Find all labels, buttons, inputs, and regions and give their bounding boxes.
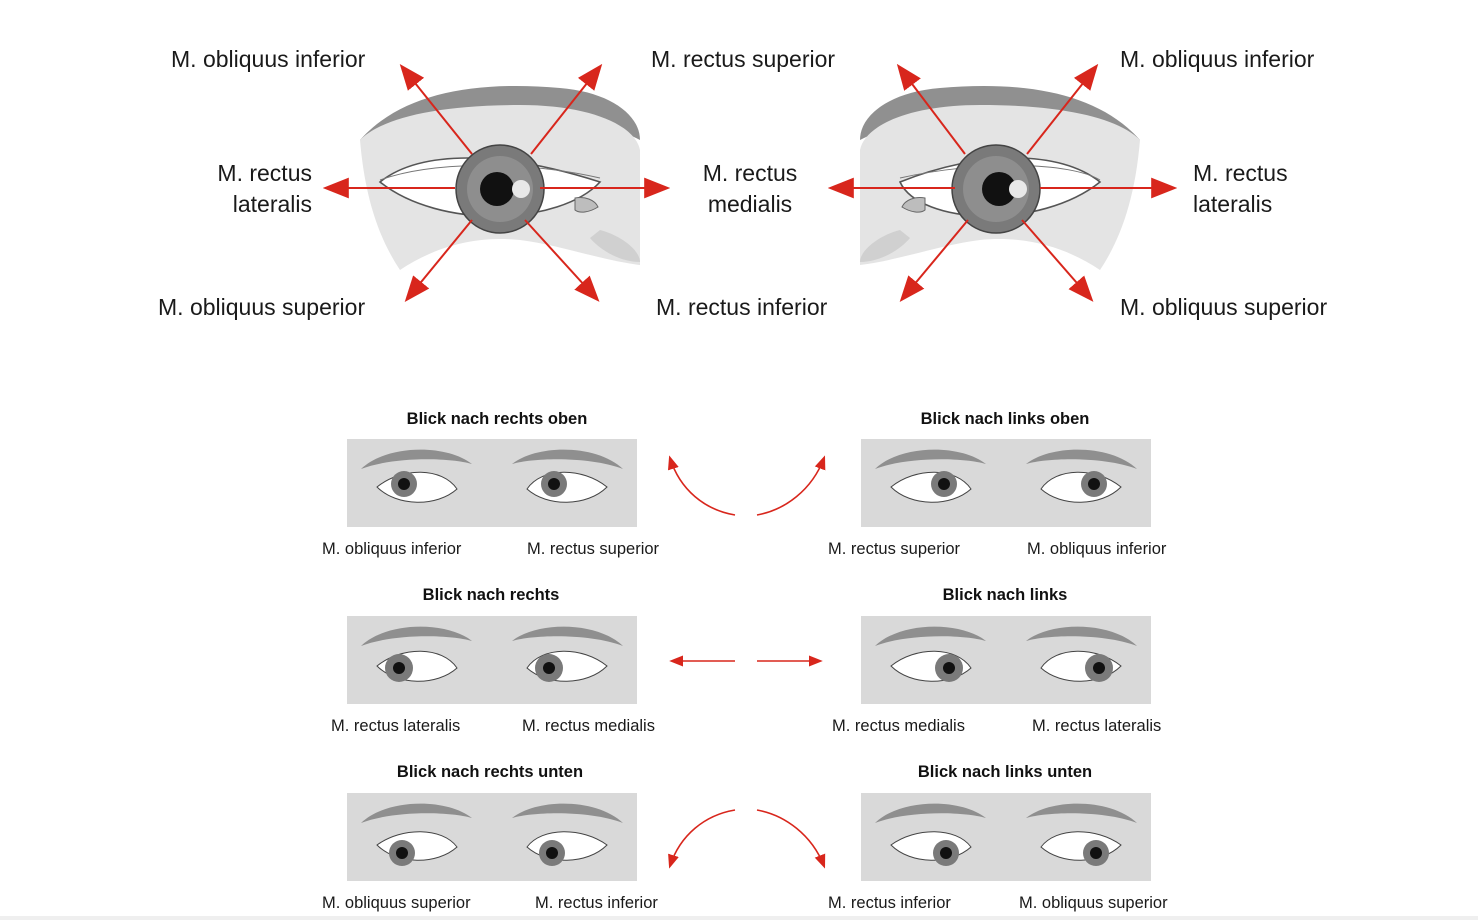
caption-right-a: M. rectus lateralis [331, 717, 461, 735]
label-left-rectus-inferior: M. rectus inferior [656, 294, 828, 320]
gaze-image-left-down [861, 793, 1151, 881]
caption-left-a: M. rectus medialis [832, 717, 965, 735]
caption-left-down-a: M. rectus inferior [828, 894, 951, 912]
gaze-image-left-up [861, 439, 1151, 527]
label-left-rectus-superior: M. rectus superior [651, 46, 836, 72]
label-right-obliquus-inferior: M. obliquus inferior [1120, 46, 1315, 72]
gaze-title-right: Blick nach rechts [422, 586, 560, 604]
eye-arrow-diagram [322, 63, 1178, 303]
label-rectus-medialis-line2: medialis [707, 191, 793, 217]
gaze-title-left: Blick nach links [942, 586, 1068, 604]
right-eye-arrows [827, 63, 1178, 302]
gaze-image-right-down [347, 793, 637, 881]
gaze-image-right [347, 616, 637, 704]
label-left-obliquus-superior: M. obliquus superior [158, 294, 366, 320]
caption-right-down-a: M. obliquus superior [322, 894, 471, 912]
label-left-rectus-lateralis-line2: lateralis [232, 191, 312, 217]
caption-right-down-b: M. rectus inferior [535, 894, 658, 912]
caption-right-b: M. rectus medialis [522, 717, 655, 735]
arrow-down-right [668, 809, 736, 869]
left-eye-illustration [360, 85, 640, 270]
arrow-down-left [756, 809, 826, 869]
label-rectus-medialis-line1: M. rectus [702, 160, 798, 186]
label-left-obliquus-inferior: M. obliquus inferior [171, 46, 366, 72]
label-right-rectus-lateralis-line2: lateralis [1193, 191, 1273, 217]
arrow-up-left [756, 455, 826, 516]
caption-right-up-a: M. obliquus inferior [322, 540, 462, 558]
gaze-title-left-up: Blick nach links oben [920, 410, 1090, 428]
caption-left-up-b: M. obliquus inferior [1027, 540, 1167, 558]
caption-left-up-a: M. rectus superior [828, 540, 961, 558]
left-eye-arrows [322, 63, 671, 303]
caption-left-down-b: M. obliquus superior [1019, 894, 1168, 912]
gaze-image-right-up [347, 439, 637, 527]
right-eye-illustration [860, 85, 1140, 270]
gaze-image-left [861, 616, 1151, 704]
caption-left-b: M. rectus lateralis [1032, 717, 1162, 735]
bottom-divider [0, 916, 1478, 920]
gaze-title-right-down: Blick nach rechts unten [396, 763, 584, 781]
label-left-rectus-lateralis-line1: M. rectus [217, 160, 312, 186]
arrow-up-right [668, 455, 736, 516]
label-right-rectus-lateralis-line1: M. rectus [1193, 160, 1288, 186]
gaze-title-right-up: Blick nach rechts oben [406, 410, 588, 428]
gaze-title-left-down: Blick nach links unten [917, 763, 1093, 781]
label-right-obliquus-superior: M. obliquus superior [1120, 294, 1328, 320]
caption-right-up-b: M. rectus superior [527, 540, 660, 558]
